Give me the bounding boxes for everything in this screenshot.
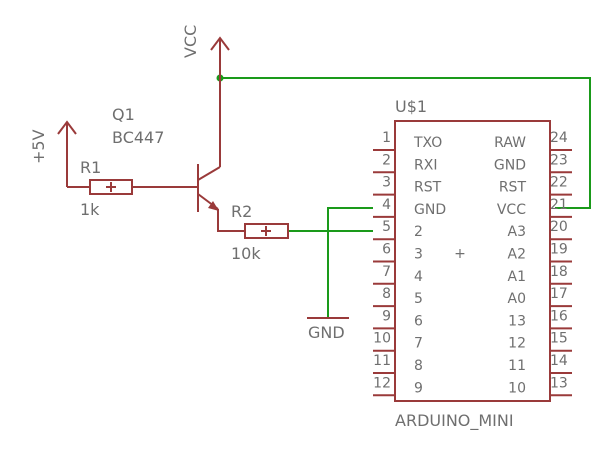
- pin-label: A0: [508, 291, 526, 307]
- pin-row: 12 9: [373, 375, 423, 397]
- resistor-r1: R1 1k: [80, 158, 198, 219]
- pin-row: 11 8: [373, 353, 423, 374]
- pin-label: 11: [508, 358, 526, 374]
- u1-name: ARDUINO_MINI: [395, 411, 514, 431]
- r2-value: 10k: [231, 244, 261, 263]
- pin-number: 21: [550, 197, 568, 213]
- pin-label: GND: [494, 157, 526, 173]
- center-mark: +: [454, 246, 466, 262]
- pin-row: 3 RST: [373, 175, 442, 196]
- pin-number: 4: [382, 197, 391, 213]
- pin-row: 22 RST: [499, 175, 572, 196]
- plus5v-label: +5V: [29, 129, 48, 164]
- pin-row: 13 10: [508, 375, 572, 397]
- pin-number: 23: [550, 152, 568, 168]
- wire-gnd-to-pin4: [327, 207, 373, 318]
- pin-row: 1 TXO: [373, 130, 442, 151]
- right-pin-group: 24RAW23GND22RST21VCC20A319A218A117A01613…: [494, 130, 572, 397]
- pin-number: 8: [382, 286, 391, 302]
- wires: [216, 74, 591, 318]
- pin-number: 14: [550, 353, 568, 369]
- gnd-label: GND: [308, 323, 345, 342]
- resistor-r2: R2 10k: [231, 202, 289, 263]
- wire-vcc-to-pin21: [220, 77, 591, 209]
- q1-ref: Q1: [112, 105, 135, 124]
- pin-number: 11: [373, 353, 391, 369]
- r1-value: 1k: [80, 200, 100, 219]
- pin-number: 24: [550, 130, 568, 146]
- pin-label: 8: [414, 358, 423, 374]
- pin-label: TXO: [413, 135, 442, 151]
- r1-ref: R1: [80, 158, 101, 177]
- pin-number: 5: [382, 219, 391, 235]
- pin-label: 13: [508, 313, 526, 329]
- pin-label: 9: [414, 380, 423, 396]
- u1-ref: U$1: [395, 97, 427, 116]
- pin-row: 4 GND: [373, 197, 446, 218]
- pin-label: 7: [414, 336, 423, 352]
- pin-row: 10 7: [373, 331, 423, 352]
- pin-number: 16: [550, 308, 568, 324]
- pin-number: 22: [550, 175, 568, 191]
- plus5v-supply: +5V: [29, 120, 90, 188]
- pin-number: 15: [550, 331, 568, 347]
- pin-number: 9: [382, 308, 391, 324]
- gnd-symbol: GND: [307, 317, 349, 342]
- pin-label: RST: [499, 180, 527, 196]
- pin-number: 20: [550, 219, 568, 235]
- pin-number: 2: [382, 152, 391, 168]
- pin-row: 19 A2: [508, 242, 572, 263]
- pin-label: RXI: [414, 157, 437, 173]
- pin-row: 17 A0: [508, 286, 572, 308]
- pin-label: 10: [508, 380, 526, 396]
- pin-number: 1: [382, 130, 391, 146]
- pin-number: 3: [382, 175, 391, 191]
- pin-label: VCC: [497, 202, 526, 218]
- pin-number: 18: [550, 264, 568, 280]
- pin-label: A3: [508, 224, 526, 240]
- pin-row: 23 GND: [494, 152, 572, 174]
- pin-label: GND: [414, 202, 446, 218]
- pin-number: 13: [550, 375, 568, 391]
- pin-number: 6: [382, 242, 391, 258]
- pin-number: 19: [550, 242, 568, 258]
- pin-row: 20 A3: [508, 219, 572, 241]
- pin-row: 14 11: [508, 353, 572, 374]
- pin-number: 7: [382, 264, 391, 280]
- pin-row: 2 RXI: [373, 152, 437, 174]
- pin-label: RAW: [494, 135, 526, 151]
- pin-row: 21 VCC: [497, 197, 572, 218]
- pin-label: 6: [414, 313, 423, 329]
- q1-value: BC447: [112, 128, 164, 147]
- pin-number: 12: [373, 375, 391, 391]
- pin-label: 3: [414, 247, 423, 263]
- pin-label: A1: [508, 269, 526, 285]
- r2-ref: R2: [231, 202, 252, 221]
- pin-number: 10: [373, 331, 391, 347]
- vcc-label: VCC: [181, 25, 200, 58]
- pin-row: 18 A1: [508, 264, 572, 285]
- vcc-supply: VCC: [181, 25, 230, 167]
- emitter-arrow-icon: [208, 201, 219, 211]
- pin-label: A2: [508, 247, 526, 263]
- pin-label: RST: [414, 180, 442, 196]
- pin-row: 24 RAW: [494, 130, 572, 151]
- transistor-q1: Q1 BC447: [112, 105, 245, 232]
- pin-label: 12: [508, 336, 526, 352]
- pin-label: 2: [414, 224, 423, 240]
- pin-label: 4: [414, 269, 423, 285]
- pin-label: 5: [414, 291, 423, 307]
- pin-number: 17: [550, 286, 568, 302]
